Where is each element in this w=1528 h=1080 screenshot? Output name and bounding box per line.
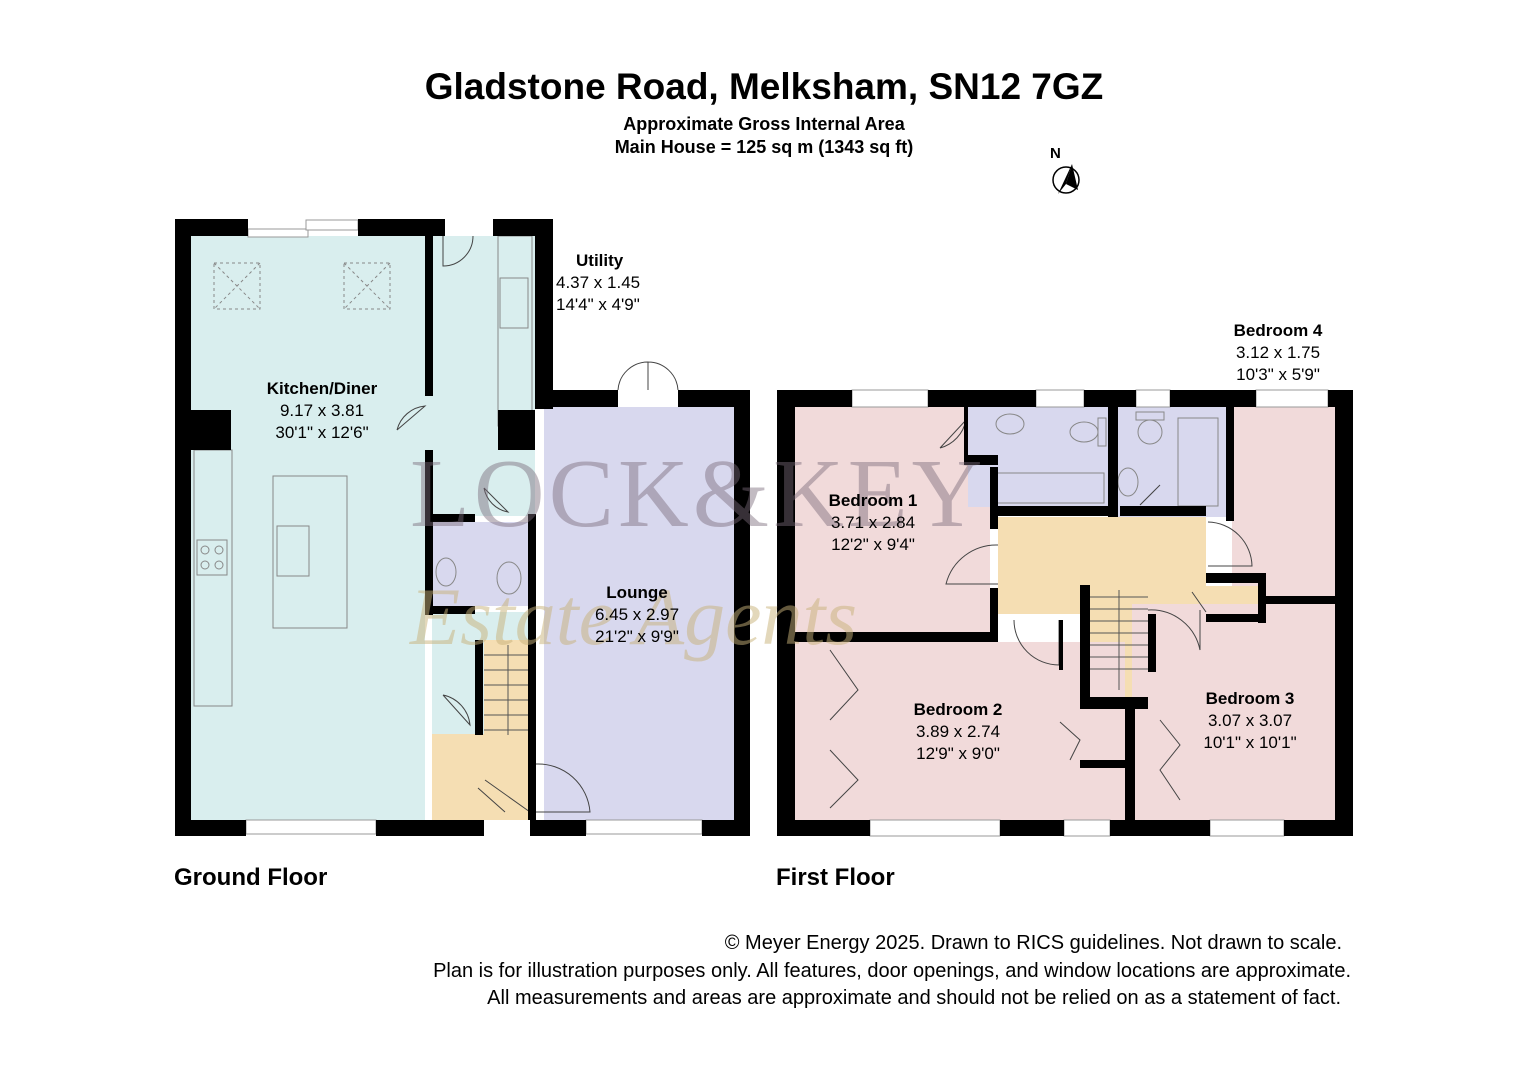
room-name: Bedroom 2 xyxy=(913,700,1003,719)
room-label-utility: Utility 4.37 x 1.45 14'4" x 4'9" xyxy=(556,250,640,316)
lounge-area xyxy=(544,407,734,820)
family-bathroom-area xyxy=(1118,407,1230,517)
ground-wc-area xyxy=(432,522,528,606)
room-label-kitchen: Kitchen/Diner 9.17 x 3.81 30'1" x 12'6" xyxy=(252,378,392,444)
area-subtitle: Approximate Gross Internal Area xyxy=(623,114,905,134)
ground-doors xyxy=(396,235,679,813)
room-name: Kitchen/Diner xyxy=(266,379,378,398)
ground-entrance-area xyxy=(432,734,535,820)
ground-floor-plan xyxy=(175,219,750,836)
ground-windows xyxy=(245,219,703,835)
ground-floor-label: Ground Floor xyxy=(174,864,328,891)
first-floor-label: First Floor xyxy=(776,864,895,891)
room-metric: 3.07 x 3.07 xyxy=(1207,711,1293,730)
compass-icon xyxy=(1052,164,1080,194)
bedroom-4-area xyxy=(1232,407,1335,597)
room-imperial: 21'2" x 9'9" xyxy=(595,627,679,646)
bedroom-3-area xyxy=(1132,604,1335,820)
gross-area: Main House = 125 sq m (1343 sq ft) xyxy=(614,137,914,157)
room-label-bedroom-4: Bedroom 4 3.12 x 1.75 10'3" x 5'9" xyxy=(1218,320,1338,386)
kitchen-upper-hall xyxy=(425,236,535,516)
first-stairs xyxy=(1090,590,1148,690)
room-imperial: 30'1" x 12'6" xyxy=(275,423,369,442)
room-metric: 3.12 x 1.75 xyxy=(1235,343,1321,362)
room-metric: 4.37 x 1.45 xyxy=(556,273,641,292)
kitchen-diner-area xyxy=(191,236,425,820)
room-name: Bedroom 3 xyxy=(1205,689,1295,708)
copyright-note: © Meyer Energy 2025. Drawn to RICS guide… xyxy=(724,932,1342,954)
room-imperial: 10'1" x 10'1" xyxy=(1203,733,1297,752)
ground-stairs-area xyxy=(484,640,535,740)
room-name: Utility xyxy=(576,251,624,270)
first-floor-plan xyxy=(777,389,1353,837)
room-label-bedroom-1: Bedroom 1 3.71 x 2.84 12'2" x 9'4" xyxy=(813,490,933,556)
room-imperial: 12'9" x 9'0" xyxy=(916,744,1000,763)
room-imperial: 14'4" x 4'9" xyxy=(556,295,640,314)
room-imperial: 10'3" x 5'9" xyxy=(1236,365,1320,384)
room-metric: 6.45 x 2.97 xyxy=(594,605,680,624)
room-name: Bedroom 4 xyxy=(1233,321,1323,340)
first-walls xyxy=(777,390,1353,836)
watermark-logo: LOCK&KEY xyxy=(410,440,987,548)
room-imperial: 12'2" x 9'4" xyxy=(831,535,915,554)
room-name: Bedroom 1 xyxy=(828,491,918,510)
room-label-bedroom-3: Bedroom 3 3.07 x 3.07 10'1" x 10'1" xyxy=(1190,688,1310,754)
watermark-tagline: Estate Agents xyxy=(410,571,858,662)
room-metric: 3.71 x 2.84 xyxy=(830,513,916,532)
room-metric: 9.17 x 3.81 xyxy=(279,401,365,420)
compass-north-label: N xyxy=(1050,145,1061,162)
illustration-note: Plan is for illustration purposes only. … xyxy=(433,960,1351,982)
room-metric: 3.89 x 2.74 xyxy=(915,722,1001,741)
ground-stairs xyxy=(484,645,535,735)
room-label-lounge: Lounge 6.45 x 2.97 21'2" x 9'9" xyxy=(577,582,697,648)
page-title: Gladstone Road, Melksham, SN12 7GZ xyxy=(424,66,1104,107)
bedroom-1-area xyxy=(795,407,990,632)
ground-walls xyxy=(175,219,750,836)
first-doors xyxy=(829,418,1253,809)
room-name: Lounge xyxy=(606,583,668,602)
measurement-note: All measurements and areas are approxima… xyxy=(487,987,1341,1009)
room-label-bedroom-2: Bedroom 2 3.89 x 2.74 12'9" x 9'0" xyxy=(898,699,1018,765)
